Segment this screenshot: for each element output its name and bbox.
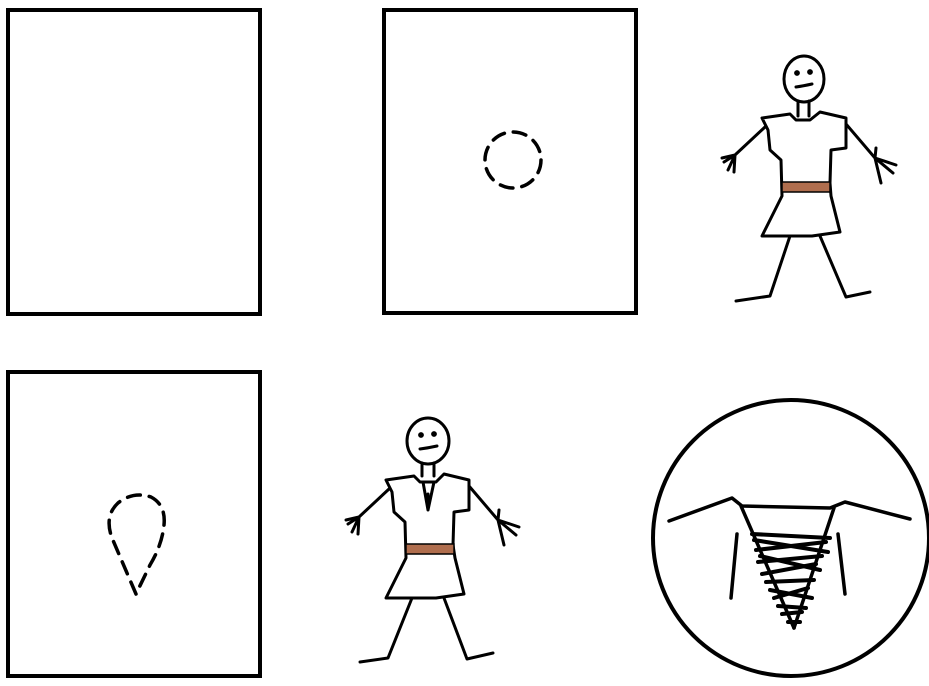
neck-opening-left-edge <box>739 504 796 630</box>
figure-right-arm <box>467 484 521 547</box>
tunic-left-seam <box>729 532 739 600</box>
fabric-rectangle <box>382 8 638 315</box>
lacing <box>750 532 832 624</box>
panel-3-tunic-figure <box>720 54 898 303</box>
tunic-neckline <box>667 496 912 523</box>
figure-eye-left <box>794 70 800 76</box>
figure-head <box>405 416 451 466</box>
figure-eye-left <box>418 432 424 438</box>
figure-left-arm <box>720 125 767 174</box>
figure-head <box>782 54 826 104</box>
figure-left-leg <box>734 234 792 303</box>
panel-5-tunic-figure-with-neck-opening <box>344 416 521 664</box>
tunic-right-seam <box>836 532 847 596</box>
figure-right-leg <box>442 596 495 661</box>
figure-belt <box>781 181 831 193</box>
figure-right-leg <box>818 234 872 299</box>
panel-1-blank-fabric <box>6 8 262 316</box>
fabric-rectangle <box>6 370 262 678</box>
fabric-rectangle <box>6 8 262 316</box>
figure-mouth <box>418 444 439 451</box>
detail-circle-frame <box>651 398 929 678</box>
panel-6-laced-neck-detail <box>651 398 929 678</box>
figure-left-leg <box>358 596 414 664</box>
panel-2-fabric-with-circle-cut <box>382 8 638 315</box>
figure-neck <box>796 99 811 118</box>
figure-eye-right <box>807 69 813 75</box>
figure-right-arm <box>844 122 898 185</box>
figure-left-arm <box>344 487 391 536</box>
panel-4-fabric-with-teardrop-cut <box>6 370 262 678</box>
figure-tunic <box>760 110 848 238</box>
figure-eye-right <box>431 431 437 437</box>
figure-neck <box>420 461 436 478</box>
figure-tunic <box>384 472 471 600</box>
tunic-neck-slit <box>421 480 436 512</box>
figure-belt <box>405 543 455 555</box>
dashed-circle-cut-line <box>483 130 543 190</box>
dashed-teardrop-cut-line <box>107 493 166 596</box>
figure-mouth <box>794 82 814 89</box>
